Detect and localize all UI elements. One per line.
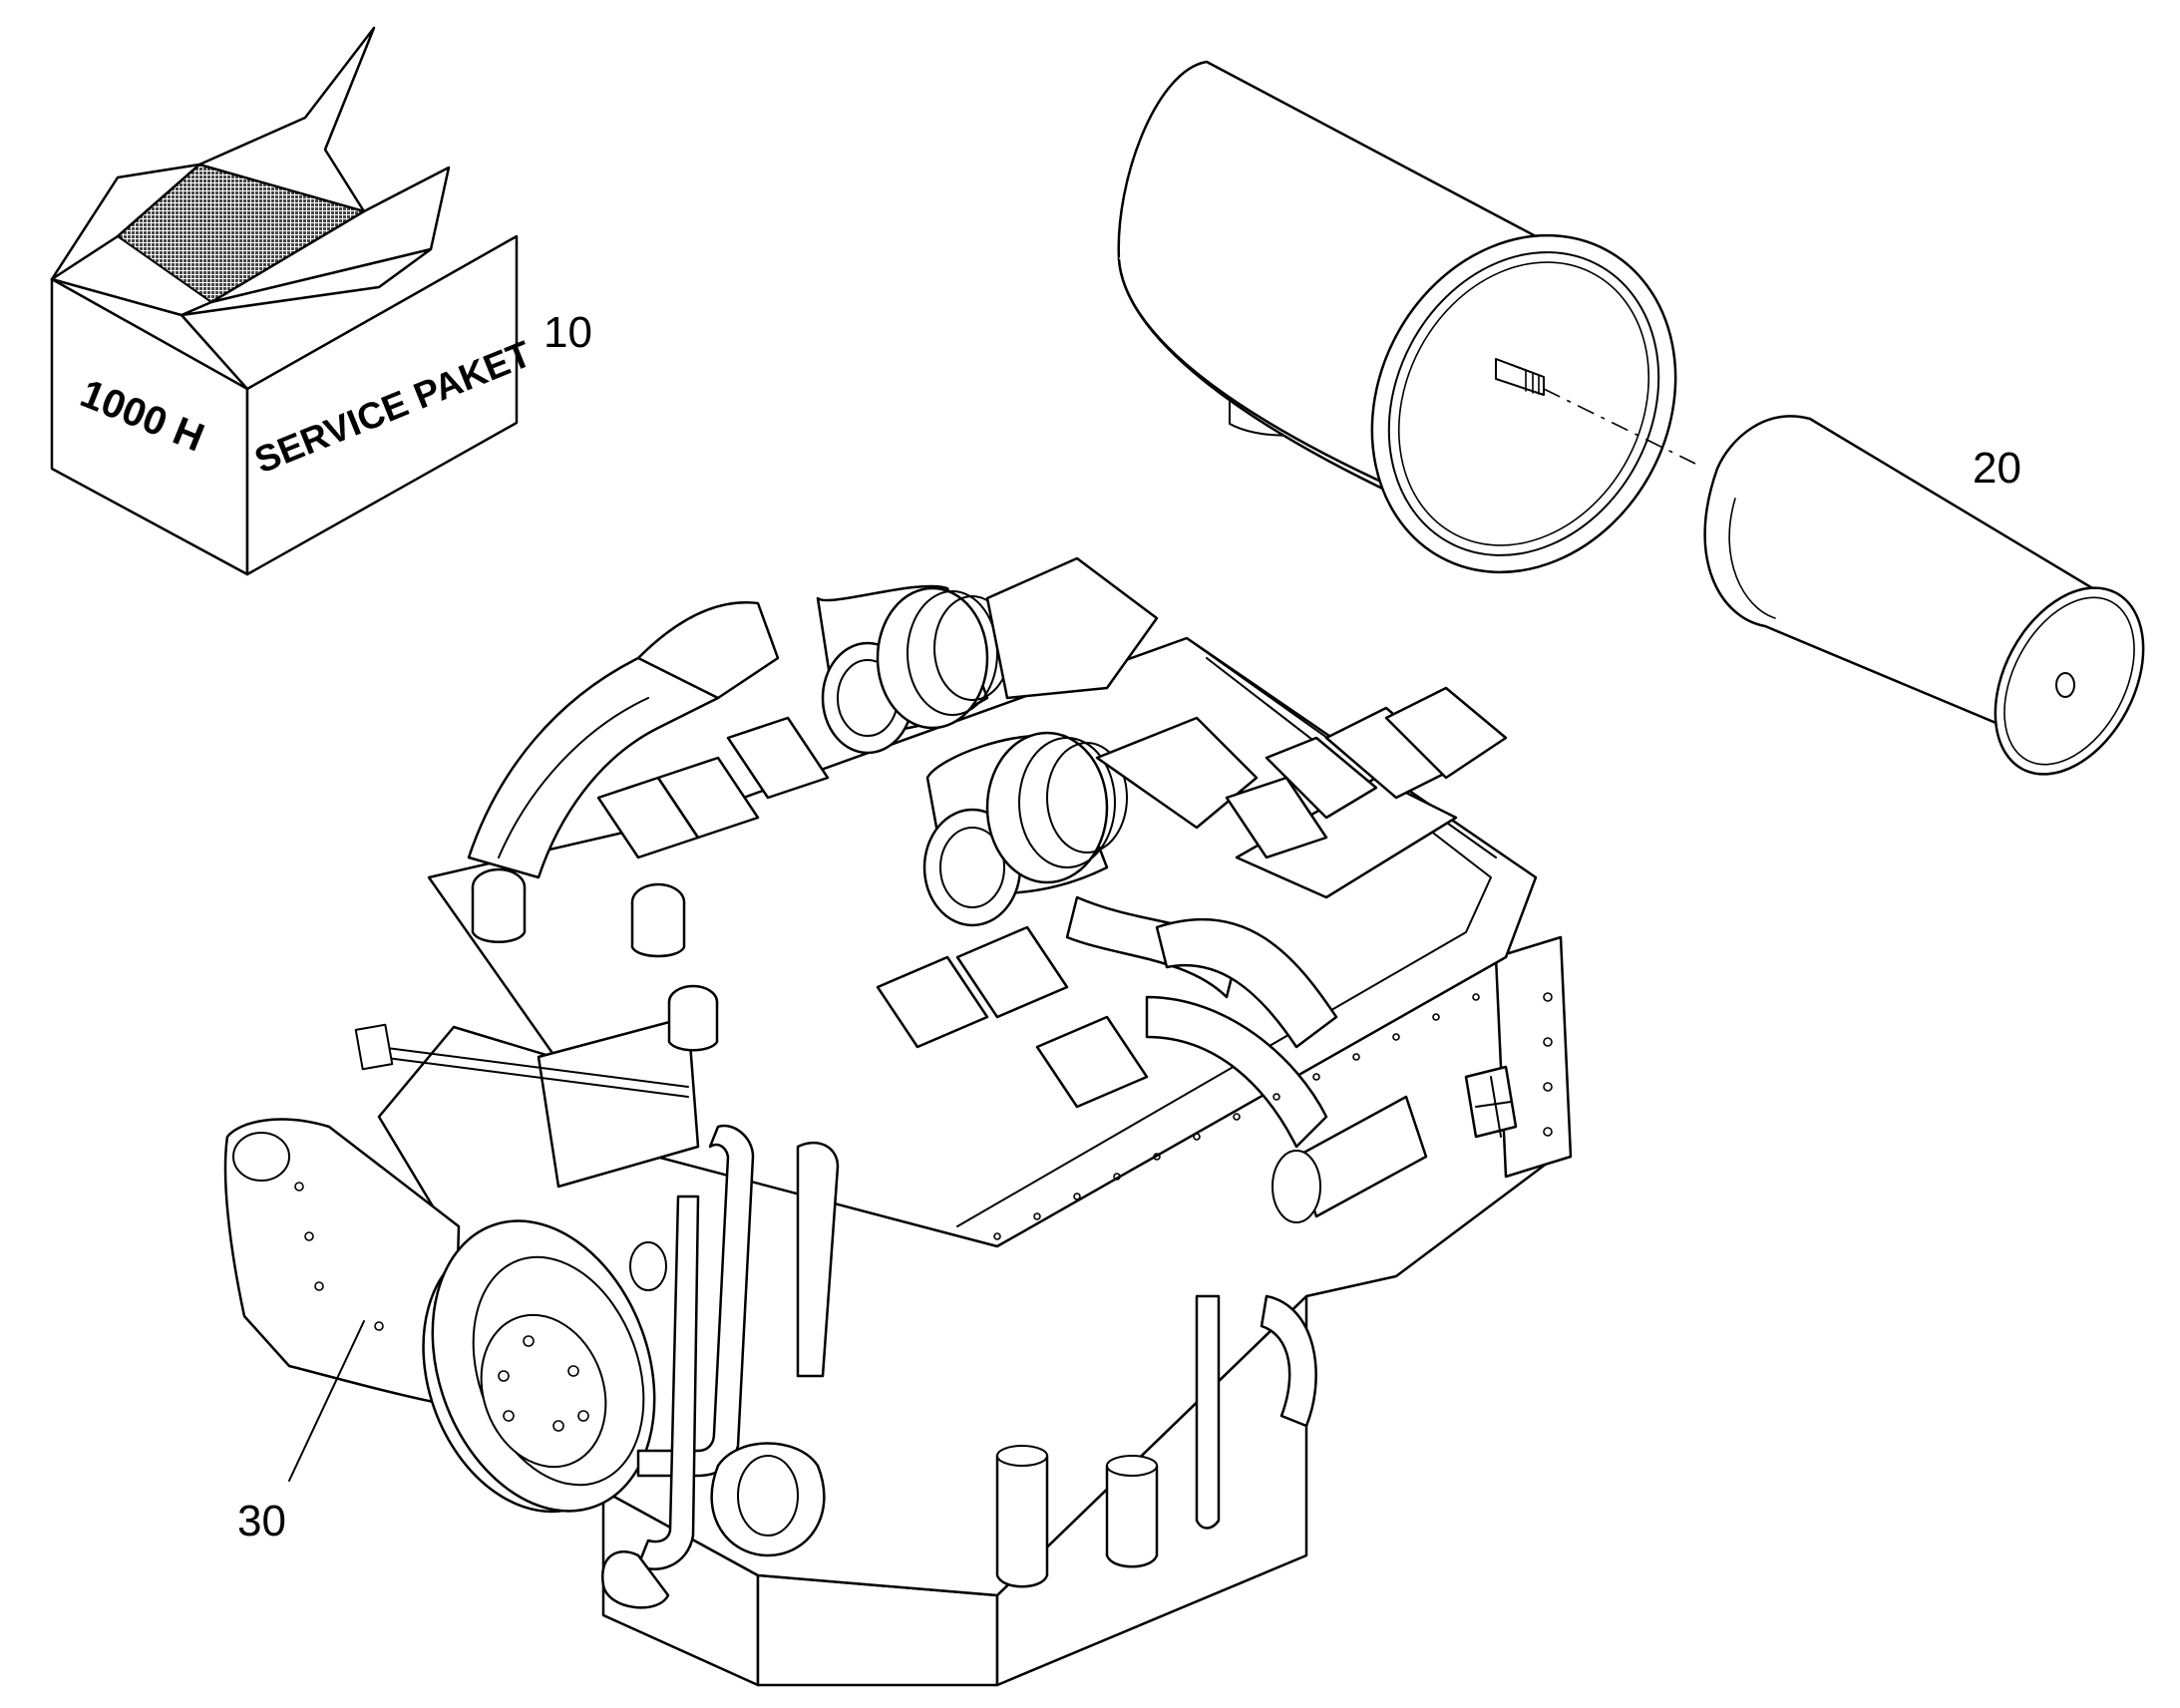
engine-assembly [223,556,1573,1687]
callout-engine: 30 [237,1497,286,1545]
service-box: 1000 H SERVICE PAKET [50,26,538,576]
turbocharger-lower [922,716,1259,927]
air-filter-cartridge [1703,415,2145,776]
air-filter-housing [1117,60,1696,574]
engine-leader-line [288,1320,365,1482]
callout-box: 10 [544,308,592,357]
turbocharger-upper [816,556,1159,755]
callout-filter: 20 [1973,444,2021,493]
